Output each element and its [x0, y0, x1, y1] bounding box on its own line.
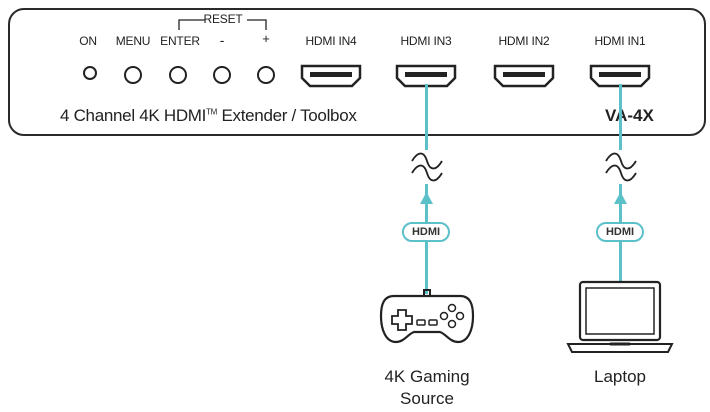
- on-led: [83, 66, 97, 80]
- product-name-main: 4 Channel 4K HDMI: [60, 106, 207, 125]
- product-name-suffix: Extender / Toolbox: [217, 106, 357, 125]
- menu-label: MENU: [115, 34, 151, 48]
- on-label: ON: [79, 34, 97, 48]
- laptop-icon: [566, 280, 674, 353]
- enter-label: ENTER: [160, 34, 200, 48]
- port-label-in1: HDMI IN1: [594, 34, 646, 48]
- hdmi-cable-tag-gaming: HDMI: [401, 222, 451, 242]
- reset-label: RESET: [203, 12, 243, 26]
- port-label-in4: HDMI IN4: [305, 34, 357, 48]
- port-label-in2: HDMI IN2: [498, 34, 550, 48]
- trademark-mark: TM: [206, 107, 218, 117]
- minus-label: -: [219, 32, 225, 48]
- hdmi-cable-tag-laptop: HDMI: [595, 222, 645, 242]
- plus-label: +: [262, 31, 270, 46]
- laptop-label: Laptop: [594, 366, 646, 388]
- gaming-source-label-line1: 4K Gaming: [384, 367, 470, 386]
- gamepad-icon: [379, 289, 475, 344]
- hdmi-port-in1-icon[interactable]: [589, 64, 651, 88]
- hdmi-port-in2-icon[interactable]: [493, 64, 555, 88]
- reset-bracket: [178, 19, 267, 30]
- product-name: 4 Channel 4K HDMITM Extender / Toolbox: [60, 106, 357, 126]
- menu-button[interactable]: [124, 66, 142, 84]
- minus-button[interactable]: [213, 66, 231, 84]
- model-name: VA-4X: [605, 106, 654, 125]
- plus-button[interactable]: [257, 66, 275, 84]
- cable-in3: [425, 84, 428, 294]
- hdmi-port-in3-icon[interactable]: [395, 64, 457, 88]
- gaming-source-label-line2: Source: [400, 389, 454, 408]
- enter-button[interactable]: [169, 66, 187, 84]
- laptop-label-line1: Laptop: [594, 367, 646, 386]
- port-label-in3: HDMI IN3: [400, 34, 452, 48]
- hdmi-port-in4-icon[interactable]: [300, 64, 362, 88]
- gaming-source-label: 4K Gaming Source: [384, 366, 469, 410]
